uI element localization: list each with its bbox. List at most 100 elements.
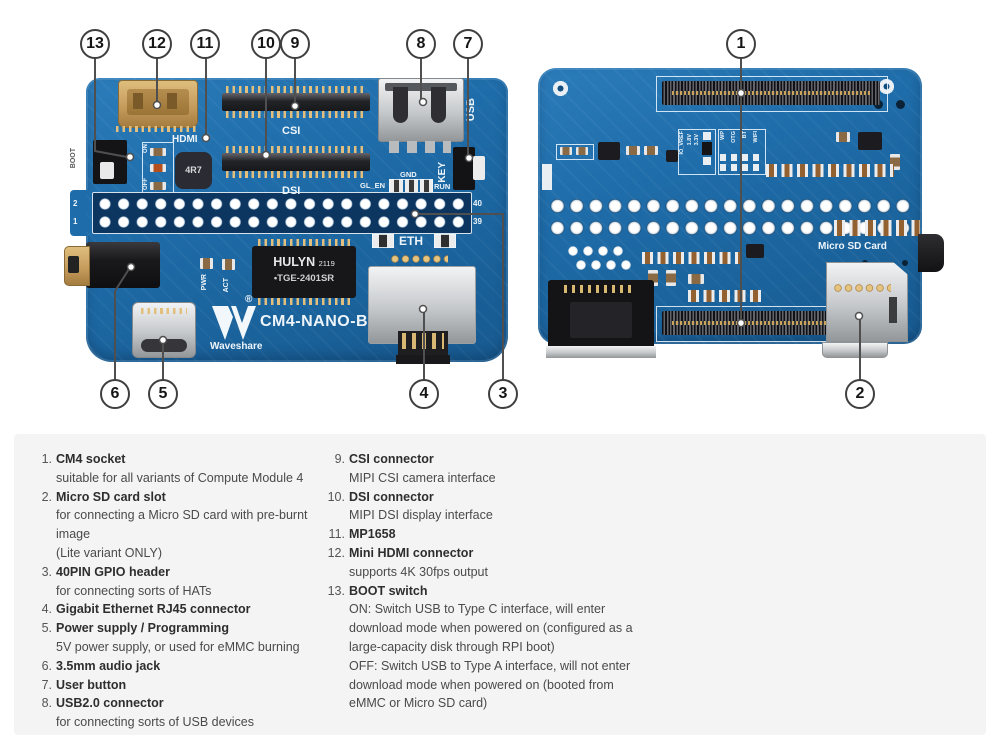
boot-switch-label: BOOT	[70, 148, 77, 169]
callout-12: 12	[142, 29, 172, 59]
callout-9: 9	[280, 29, 310, 59]
wp-label: WP	[720, 131, 726, 140]
callout-11: 11	[190, 29, 220, 59]
legend-number: 10.	[327, 489, 345, 504]
legend-desc: download mode when powered on (configure…	[349, 621, 633, 636]
waveshare-logo	[210, 304, 258, 342]
board-back-view: IO_VREF 1.8V 3.3V WP OTG BT WIFI	[538, 68, 944, 358]
callout-8: 8	[406, 29, 436, 59]
gpio-header	[92, 192, 472, 234]
legend-item-5: 5.Power supply / Programming 5V power su…	[36, 619, 336, 657]
smd-ic	[746, 244, 764, 258]
io-vref-label: IO_VREF	[679, 131, 685, 155]
eth-pin-dots	[390, 254, 448, 264]
legend-desc: ON: Switch USB to Type C interface, will…	[349, 602, 606, 617]
legend-number: 2.	[41, 489, 52, 504]
pwr-silk-label: PWR	[201, 274, 208, 291]
legend-number: 1.	[41, 452, 52, 466]
user-key-button	[453, 147, 485, 190]
drill-hole	[896, 100, 905, 109]
legend-column-left: 1. CM4 socket suitable for all variants o…	[36, 450, 336, 732]
inductor-4r7: 4R7	[175, 152, 212, 189]
legend-desc: MIPI CSI camera interface	[349, 470, 496, 485]
io-vref-jumper	[702, 132, 712, 170]
smd-ic	[858, 132, 882, 150]
micro-sd-slot	[826, 262, 908, 342]
legend-desc: MIPI DSI display interface	[349, 508, 493, 523]
legend-desc: suitable for all variants of Compute Mod…	[56, 470, 304, 485]
legend-number: 12.	[327, 545, 345, 560]
legend-title: Mini HDMI connector	[349, 545, 474, 560]
usb-a-connector	[378, 78, 464, 153]
legend-number: 4.	[41, 602, 52, 617]
legend-title: CM4 socket	[56, 452, 126, 466]
callout-6: 6	[100, 379, 130, 409]
activity-led	[222, 259, 235, 270]
v33-label: 3.3V	[694, 134, 700, 146]
act-silk-label: ACT	[223, 278, 230, 293]
pin-2-label: 2	[73, 199, 78, 208]
legend-item-9: 9.CSI connector MIPI CSI camera interfac…	[326, 450, 656, 488]
callout-4: 4	[409, 379, 439, 409]
board-front-view: HDMI BOOT ON OFF 4R7 CSI DSI	[64, 78, 508, 364]
legend-desc: for connecting sorts of HATs	[56, 583, 212, 598]
legend-title: BOOT switch	[349, 583, 428, 598]
mounting-hole	[552, 80, 569, 97]
legend-title: Gigabit Ethernet RJ45 connector	[56, 602, 251, 617]
callout-1: 1	[726, 29, 756, 59]
pin-1-label: 1	[73, 217, 78, 226]
board-name: CM4-NANO-B	[260, 313, 369, 330]
legend-number: 8.	[41, 696, 52, 711]
boot-switch	[93, 140, 127, 184]
jumper-pad-left	[372, 234, 394, 248]
mounting-hole	[878, 78, 895, 95]
eth-silk-label: ETH	[399, 234, 423, 248]
resistor-row	[688, 290, 764, 302]
otg-label: OTG	[731, 131, 737, 143]
hdmi-silk-label: HDMI	[172, 134, 198, 145]
micro-sd-silk-label: Micro SD Card	[818, 241, 887, 252]
transformer-date-code: 2119	[318, 259, 335, 268]
gnd-silk-label: GND	[400, 170, 417, 179]
legend-item-13: 13.BOOT switch ON: Switch USB to Type C …	[326, 582, 656, 714]
legend-desc: 5V power supply, or used for eMMC burnin…	[56, 639, 300, 654]
legend-desc: download mode when powered on (booted fr…	[349, 677, 614, 692]
legend-title: MP1658	[349, 527, 396, 542]
boot-off-label: OFF	[143, 178, 149, 190]
rj45-connector	[368, 266, 476, 364]
run-silk-label: RUN	[434, 182, 451, 191]
smd-ic	[598, 142, 620, 160]
callout-2: 2	[845, 379, 875, 409]
wifi-label: WIFI	[753, 131, 759, 143]
resistor-row	[642, 252, 742, 264]
dsi-silk-label: DSI	[282, 185, 301, 197]
legend-item-10: 10.DSI connector MIPI DSI display interf…	[326, 488, 656, 526]
usb-c-back-tab	[822, 342, 888, 358]
legend-item-1: 1. CM4 socket suitable for all variants o…	[36, 450, 336, 488]
v18-label: 1.8V	[687, 134, 693, 146]
legend-title: 40PIN GPIO header	[56, 564, 170, 579]
usb-silk-label: USB	[465, 98, 477, 122]
legend-item-3: 3.40PIN GPIO header for connecting sorts…	[36, 563, 336, 601]
legend-desc: for connecting sorts of USB devices	[56, 715, 255, 730]
edge-pads	[542, 164, 552, 190]
legend-number: 7.	[41, 677, 52, 692]
audio-jack	[64, 240, 162, 290]
legend-desc: eMMC or Micro SD card)	[349, 696, 488, 711]
pin-40-label: 40	[473, 199, 482, 208]
gpio-left-tab	[70, 190, 92, 236]
legend-desc: supports 4K 30fps output	[349, 564, 488, 579]
legend-item-11: 11.MP1658	[326, 525, 656, 544]
eth-back-pads	[566, 244, 628, 258]
legend-item-7: 7.User button	[36, 676, 336, 695]
legend-title: Power supply / Programming	[56, 621, 229, 636]
hdmi-pin-row	[116, 126, 198, 132]
legend-title: Micro SD card slot	[56, 489, 166, 504]
resistor-row	[766, 164, 894, 177]
legend-item-8: 8. USB2.0 connector for connecting sorts …	[36, 694, 336, 732]
legend-title: USB2.0 connector	[56, 696, 164, 711]
jumper-pad-right	[434, 234, 456, 248]
power-led	[200, 258, 213, 269]
gpio-holes-back-row1	[548, 196, 914, 216]
